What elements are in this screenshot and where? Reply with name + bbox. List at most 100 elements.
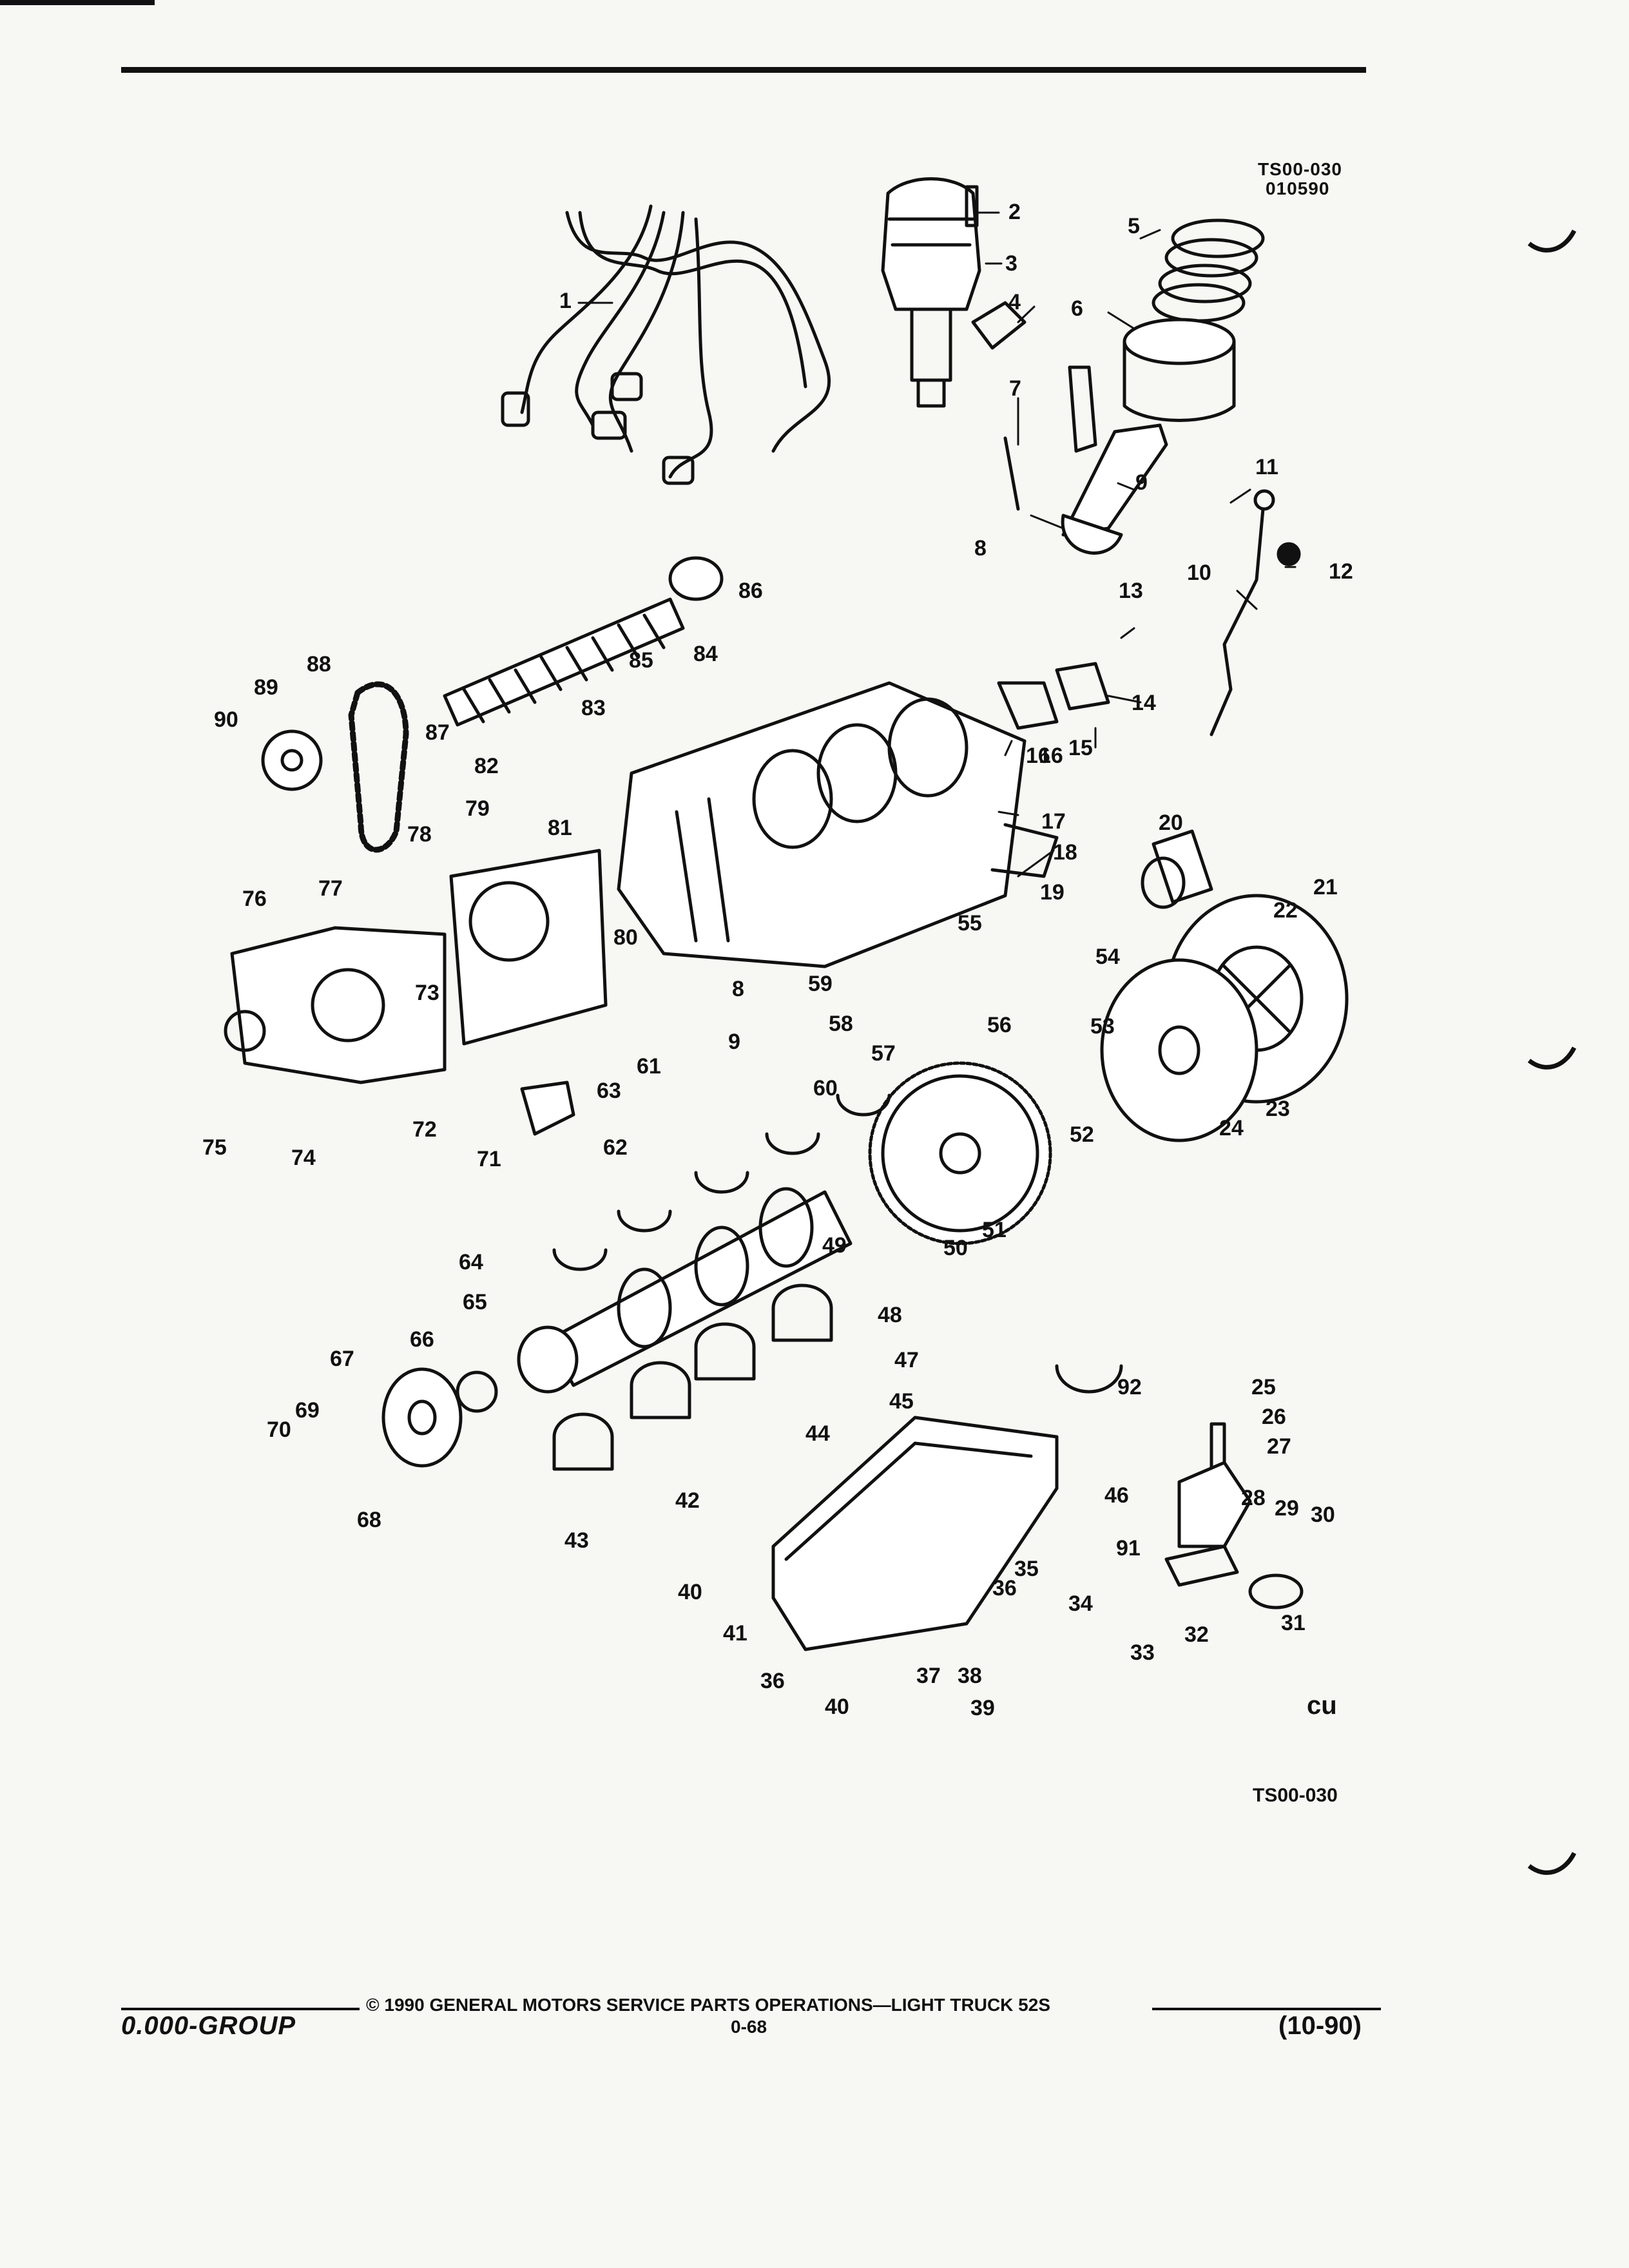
figure-code-bottom: TS00-030 <box>1253 1785 1338 1806</box>
callout-28: 28 <box>1241 1486 1266 1510</box>
callout-68: 68 <box>357 1508 381 1532</box>
callout-40b: 40 <box>825 1695 849 1719</box>
callout-16b: 16 <box>1039 744 1063 768</box>
callout-76: 76 <box>242 887 267 911</box>
callout-26: 26 <box>1262 1405 1286 1429</box>
callout-89: 89 <box>254 675 278 700</box>
water-pump <box>224 926 447 1084</box>
callout-82: 82 <box>474 754 499 778</box>
footer-group: 0.000-GROUP <box>121 2012 296 2040</box>
callout-27: 27 <box>1267 1434 1291 1459</box>
callout-83: 83 <box>581 696 606 720</box>
callout-33: 33 <box>1130 1640 1155 1665</box>
callout-36b: 36 <box>760 1669 785 1693</box>
callout-57: 57 <box>871 1041 896 1066</box>
callout-9: 9 <box>1135 470 1148 495</box>
callout-58: 58 <box>829 1012 853 1036</box>
margin-mark-2 <box>1527 1046 1577 1070</box>
callout-67: 67 <box>330 1347 354 1371</box>
callout-66: 66 <box>410 1327 434 1352</box>
piston <box>1068 318 1236 453</box>
callout-19: 19 <box>1040 880 1065 905</box>
callout-51: 51 <box>982 1218 1007 1242</box>
footer-rule-right <box>1152 2008 1381 2010</box>
header-rule <box>121 67 1366 73</box>
callout-22: 22 <box>1273 898 1298 923</box>
footer-rule-left <box>121 2008 360 2010</box>
callout-70: 70 <box>267 1418 291 1442</box>
callout-2: 2 <box>1008 200 1021 224</box>
callout-40: 40 <box>678 1580 702 1604</box>
callout-87: 87 <box>425 720 450 745</box>
callout-41: 41 <box>723 1621 747 1646</box>
flywheel <box>868 1061 1052 1245</box>
figure-code: TS00-030 <box>1258 159 1342 179</box>
callout-10: 10 <box>1187 561 1211 585</box>
callout-81: 81 <box>548 816 572 840</box>
timing-cover <box>449 849 608 1046</box>
callout-4: 4 <box>1008 290 1021 314</box>
callout-88: 88 <box>307 652 331 677</box>
callout-59: 59 <box>808 972 833 996</box>
callout-6: 6 <box>1071 296 1083 321</box>
callout-35: 35 <box>1014 1557 1039 1581</box>
callout-54: 54 <box>1095 945 1120 969</box>
logo-mark: cu <box>1307 1691 1337 1720</box>
callout-63: 63 <box>597 1079 621 1103</box>
piston-rings <box>1152 218 1265 323</box>
callout-15: 15 <box>1068 736 1093 760</box>
oil-filter <box>1141 829 1213 909</box>
callout-77: 77 <box>318 876 343 901</box>
figure-date: 010590 <box>1266 178 1330 198</box>
callout-25: 25 <box>1251 1375 1276 1399</box>
callout-31: 31 <box>1281 1611 1306 1635</box>
callout-30: 30 <box>1311 1503 1335 1527</box>
callout-53: 53 <box>1090 1014 1115 1039</box>
callout-79: 79 <box>465 796 490 821</box>
timing-chain <box>261 681 409 853</box>
oil-pan <box>771 1364 1123 1651</box>
top-edge-rule <box>0 0 155 5</box>
callout-3: 3 <box>1005 251 1017 276</box>
timing-tensioner <box>520 1081 575 1136</box>
callout-16: 16 <box>1026 744 1050 768</box>
main-bearings <box>552 1093 891 1471</box>
dipstick <box>1210 489 1301 736</box>
callout-74: 74 <box>291 1146 316 1170</box>
engine-block <box>617 662 1110 968</box>
callout-39: 39 <box>970 1696 995 1720</box>
callout-60: 60 <box>813 1076 838 1100</box>
footer-page-number: 0-68 <box>731 2017 767 2037</box>
callout-84: 84 <box>693 642 718 666</box>
callout-7: 7 <box>1009 376 1021 401</box>
callout-38: 38 <box>958 1664 982 1688</box>
callout-17: 17 <box>1041 809 1066 834</box>
callout-24: 24 <box>1219 1116 1244 1140</box>
callout-61: 61 <box>637 1054 661 1079</box>
callout-11: 11 <box>1255 455 1278 479</box>
callout-55: 55 <box>958 911 982 936</box>
callout-37: 37 <box>916 1664 941 1688</box>
footer-copyright: © 1990 GENERAL MOTORS SERVICE PARTS OPER… <box>366 1995 1051 2015</box>
callout-20: 20 <box>1159 811 1183 835</box>
callout-5: 5 <box>1128 214 1140 238</box>
distributor <box>881 177 1027 408</box>
callout-36: 36 <box>992 1576 1017 1600</box>
callout-34: 34 <box>1068 1591 1093 1616</box>
camshaft <box>443 556 724 727</box>
callout-49: 49 <box>822 1233 847 1258</box>
callout-47: 47 <box>894 1348 919 1372</box>
callout-65: 65 <box>463 1290 487 1314</box>
callout-21: 21 <box>1313 875 1338 899</box>
callout-91: 91 <box>1116 1536 1141 1561</box>
callout-71: 71 <box>477 1147 501 1171</box>
callout-42: 42 <box>675 1488 700 1513</box>
spark-plug-wires <box>501 204 831 485</box>
oil-pump <box>1164 1422 1304 1610</box>
callout-18: 18 <box>1053 840 1077 865</box>
callout-8b: 8 <box>732 977 744 1001</box>
callout-13: 13 <box>1119 579 1143 603</box>
callout-56: 56 <box>987 1013 1012 1037</box>
callout-78: 78 <box>407 822 432 847</box>
callout-48: 48 <box>878 1303 902 1327</box>
